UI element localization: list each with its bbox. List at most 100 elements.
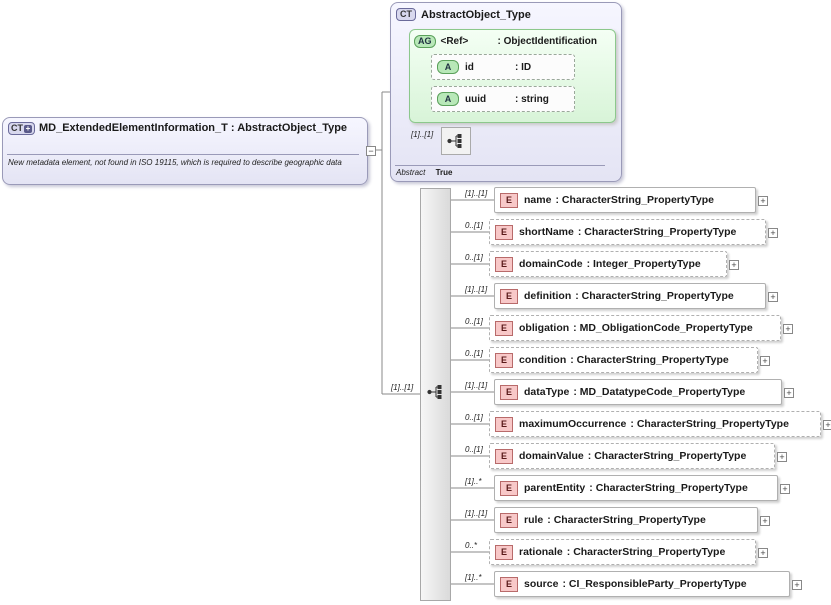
element-type: CharacterString_PropertyType (578, 226, 743, 238)
sequence-icon[interactable] (441, 127, 471, 155)
element-obligation[interactable]: EobligationMD_ObligationCode_PropertyTyp… (489, 315, 781, 341)
complex-type-badge: CT (396, 8, 416, 21)
element-name: parentEntity (524, 482, 586, 494)
attribute-group[interactable]: AG <Ref> : ObjectIdentification A id : I… (409, 29, 616, 123)
main-complex-type[interactable]: CT + MD_ExtendedElementInformation_T : A… (2, 117, 368, 185)
element-rule[interactable]: EruleCharacterString_PropertyType (494, 507, 758, 533)
plus-icon: + (24, 123, 32, 133)
element-name[interactable]: EnameCharacterString_PropertyType (494, 187, 756, 213)
expand-icon[interactable]: + (758, 548, 768, 558)
expand-icon[interactable]: + (792, 580, 802, 590)
element-type: CharacterString_PropertyType (567, 546, 732, 558)
attribute-group-badge: AG (414, 35, 436, 48)
element-cardinality: [1]..[1] (465, 189, 488, 198)
attribute-name: uuid (465, 93, 487, 105)
element-badge: E (500, 288, 518, 304)
element-cardinality: [1]..[1] (465, 509, 488, 518)
element-type: CharacterString_PropertyType (630, 418, 795, 430)
abstract-type-title: AbstractObject_Type (421, 8, 531, 21)
element-name: obligation (519, 322, 570, 334)
element-cardinality: [1]..[1] (465, 285, 488, 294)
element-name: rationale (519, 546, 563, 558)
expand-icon[interactable]: + (780, 484, 790, 494)
element-maximumOccurrence[interactable]: EmaximumOccurrenceCharacterString_Proper… (489, 411, 821, 437)
main-type-collapse-icon[interactable]: − (366, 146, 376, 156)
main-type-documentation: New metadata element, not found in ISO 1… (8, 158, 342, 167)
element-name: definition (524, 290, 572, 302)
attribute-group-type: : ObjectIdentification (497, 36, 597, 47)
element-name: shortName (519, 226, 574, 238)
element-cardinality: [1]..[1] (465, 381, 488, 390)
element-badge: E (495, 448, 513, 464)
expand-icon[interactable]: + (768, 228, 778, 238)
element-type: CharacterString_PropertyType (555, 194, 720, 206)
element-cardinality: [1]..* (465, 477, 482, 486)
element-cardinality: 0..[1] (465, 349, 483, 358)
attribute-badge: A (437, 92, 459, 106)
expand-icon[interactable]: + (758, 196, 768, 206)
expand-icon[interactable]: + (760, 356, 770, 366)
attribute-name: id (465, 61, 474, 73)
expand-icon[interactable]: + (823, 420, 831, 430)
element-source[interactable]: EsourceCI_ResponsibleParty_PropertyType (494, 571, 790, 597)
element-badge: E (500, 192, 518, 208)
element-type: CharacterString_PropertyType (547, 514, 712, 526)
element-badge: E (495, 352, 513, 368)
element-badge: E (495, 416, 513, 432)
element-condition[interactable]: EconditionCharacterString_PropertyType (489, 347, 758, 373)
element-parentEntity[interactable]: EparentEntityCharacterString_PropertyTyp… (494, 475, 778, 501)
abstract-property: Abstract True (396, 168, 452, 177)
attribute-group-name: <Ref> (440, 36, 469, 47)
expand-icon[interactable]: + (729, 260, 739, 270)
element-name: domainValue (519, 450, 584, 462)
expand-icon[interactable]: + (784, 388, 794, 398)
element-cardinality: [1]..* (465, 573, 482, 582)
expand-icon[interactable]: + (783, 324, 793, 334)
attribute-uuid[interactable]: A uuid : string (431, 86, 575, 112)
complex-type-badge-text: CT (11, 123, 23, 133)
element-type: MD_DatatypeCode_PropertyType (573, 386, 751, 398)
element-badge: E (495, 256, 513, 272)
element-cardinality: 0..[1] (465, 221, 483, 230)
abstract-object-type[interactable]: CT AbstractObject_Type AG <Ref> : Object… (390, 2, 622, 182)
element-type: CharacterString_PropertyType (589, 482, 754, 494)
attribute-type: : string (515, 93, 549, 105)
element-name: rule (524, 514, 544, 526)
attribute-badge: A (437, 60, 459, 74)
sequence-glyph-icon (427, 385, 442, 399)
element-cardinality: 0..[1] (465, 445, 483, 454)
element-name: domainCode (519, 258, 583, 270)
property-key: Abstract (396, 168, 426, 177)
element-type: CharacterString_PropertyType (588, 450, 753, 462)
sequence-cardinality: [1]..[1] (391, 383, 414, 392)
element-type: Integer_PropertyType (587, 258, 707, 270)
element-name: condition (519, 354, 567, 366)
element-name: dataType (524, 386, 570, 398)
expand-icon[interactable]: + (768, 292, 778, 302)
attribute-id[interactable]: A id : ID (431, 54, 575, 80)
divider (7, 154, 359, 155)
element-badge: E (500, 512, 518, 528)
element-dataType[interactable]: EdataTypeMD_DatatypeCode_PropertyType (494, 379, 782, 405)
property-value: True (435, 168, 453, 177)
element-badge: E (500, 384, 518, 400)
complex-type-badge: CT + (8, 122, 35, 135)
sequence-glyph-icon (447, 134, 462, 148)
element-badge: E (495, 320, 513, 336)
element-type: CI_ResponsibleParty_PropertyType (562, 578, 752, 590)
expand-icon[interactable]: + (777, 452, 787, 462)
element-definition[interactable]: EdefinitionCharacterString_PropertyType (494, 283, 766, 309)
element-cardinality: 0..* (465, 541, 478, 550)
divider (395, 165, 605, 166)
element-badge: E (500, 480, 518, 496)
sequence-compositor[interactable] (420, 188, 451, 601)
element-name: name (524, 194, 552, 206)
expand-icon[interactable]: + (760, 516, 770, 526)
element-badge: E (495, 224, 513, 240)
element-cardinality: 0..[1] (465, 317, 483, 326)
element-badge: E (495, 544, 513, 560)
